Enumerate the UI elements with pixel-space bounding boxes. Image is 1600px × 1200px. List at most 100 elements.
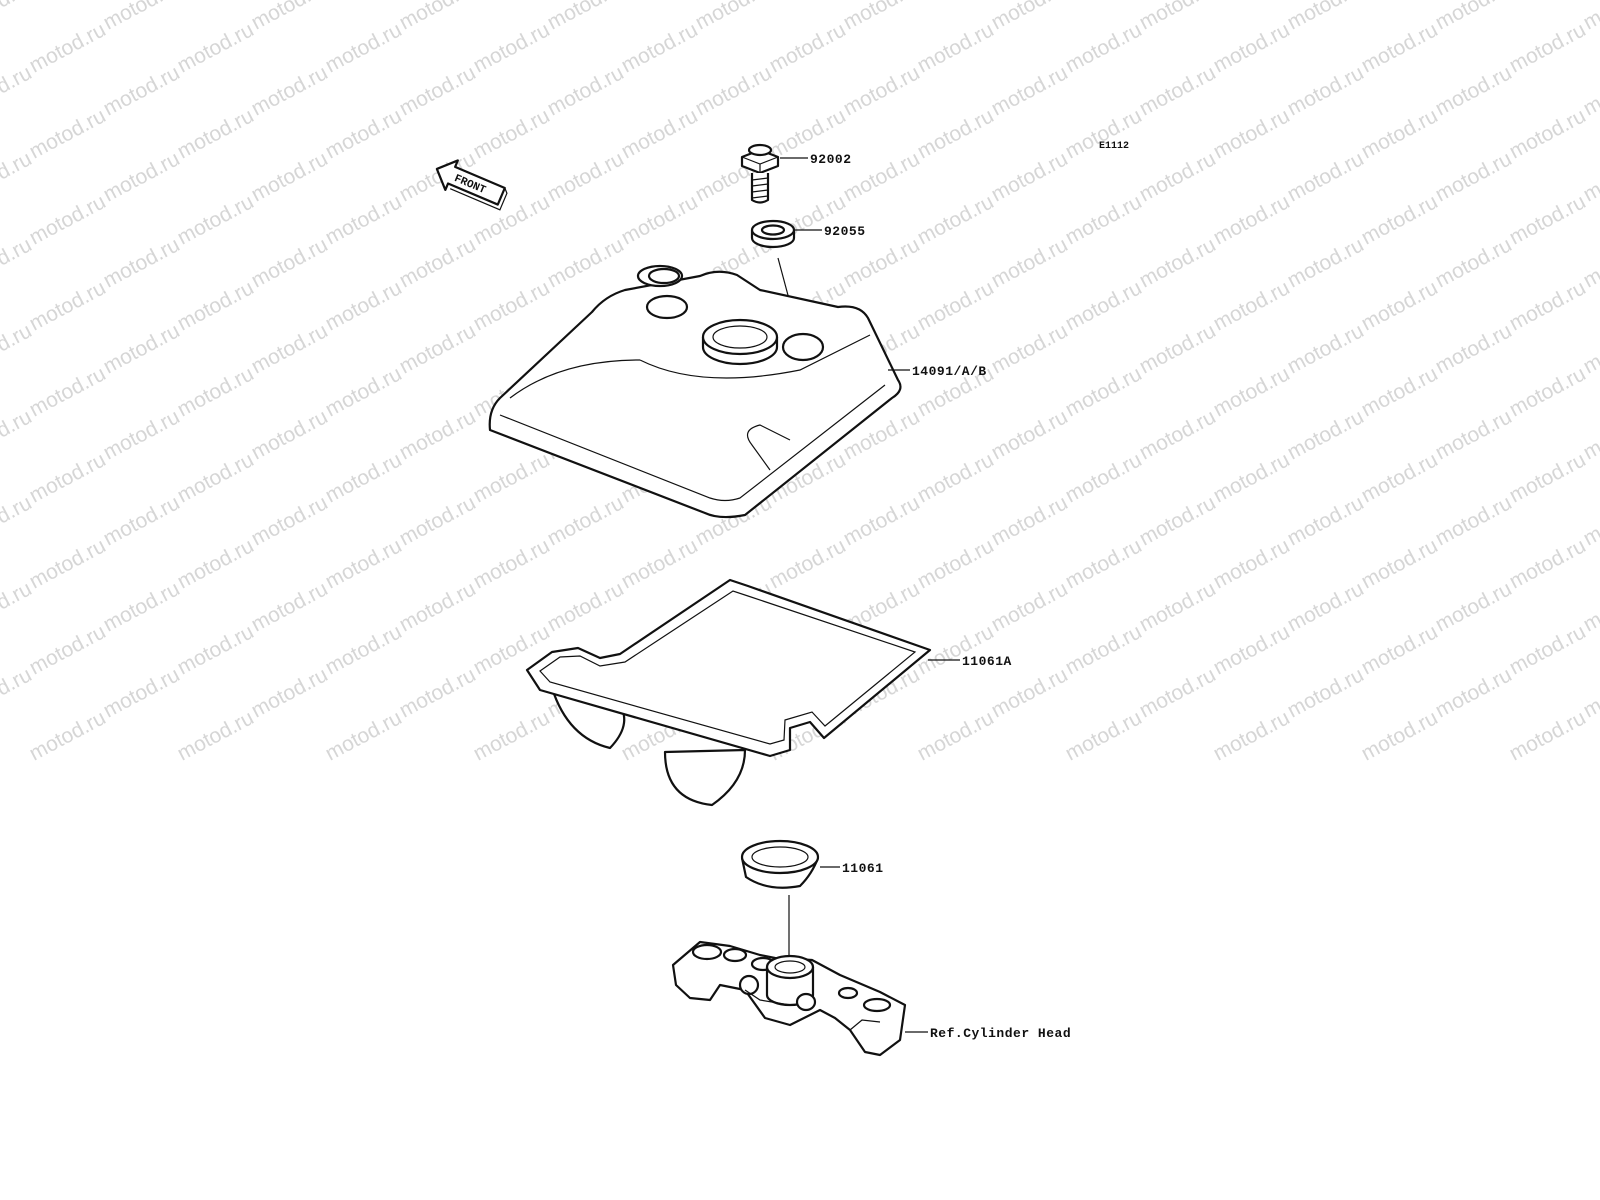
watermark-text: motod.ru <box>1062 620 1146 679</box>
watermark-text: motod.ru <box>100 663 184 722</box>
watermark-text: motod.ru <box>544 61 628 120</box>
watermark-text: motod.ru <box>1136 233 1220 292</box>
watermark-text: motod.ru <box>1136 319 1220 378</box>
watermark-text: motod.ru <box>0 491 36 550</box>
watermark-text: motod.ru <box>988 61 1072 120</box>
watermark-text: motod.ru <box>840 147 924 206</box>
watermark-text: motod.ru <box>914 276 998 335</box>
watermark-text: motod.ru <box>1358 534 1442 593</box>
watermark-text: motod.ru <box>396 319 480 378</box>
watermark-text: motod.ru <box>1062 18 1146 77</box>
watermark-text: motod.ru <box>618 18 702 77</box>
part-label-92002[interactable]: 92002 <box>810 152 852 167</box>
watermark-text: motod.ru <box>0 577 36 636</box>
watermark-text: motod.ru <box>322 190 406 249</box>
watermark-text: motod.ru <box>914 448 998 507</box>
watermark-text: motod.ru <box>322 534 406 593</box>
watermark-text: motod.ru <box>1062 362 1146 421</box>
watermark-text: motod.ru <box>544 577 628 636</box>
watermark-text: motod.ru <box>396 663 480 722</box>
watermark-text: motod.ru <box>914 104 998 163</box>
watermark-text: motod.ru <box>26 104 110 163</box>
watermark-text: motod.ru <box>100 405 184 464</box>
watermark-text: motod.ru <box>100 319 184 378</box>
watermark-text: motod.ru <box>1358 18 1442 77</box>
watermark-text: motod.ru <box>0 319 36 378</box>
watermark-text: motod.ru <box>1284 491 1368 550</box>
watermark-text: motod.ru <box>840 491 924 550</box>
diagram-code: E1112 <box>1099 141 1129 152</box>
watermark-text: motod.ru <box>1432 577 1516 636</box>
watermark-text: motod.ru <box>1432 147 1516 206</box>
watermark-text: motod.ru <box>766 534 850 593</box>
watermark-text: motod.ru <box>692 0 776 34</box>
watermark-text: motod.ru <box>470 706 554 765</box>
watermark-text: motod.ru <box>174 534 258 593</box>
watermark-text: motod.ru <box>1506 620 1590 679</box>
plug-hole-gasket-11061[interactable] <box>740 839 820 889</box>
watermark-text: motod.ru <box>248 491 332 550</box>
watermark-text: motod.ru <box>1062 706 1146 765</box>
part-label-92055[interactable]: 92055 <box>824 224 866 239</box>
watermark-text: motod.ru <box>544 0 628 34</box>
watermark-text: motod.ru <box>100 233 184 292</box>
watermark-text: motod.ru <box>1062 190 1146 249</box>
watermark-text: motod.ru <box>26 620 110 679</box>
watermark-text: motod.ru <box>100 577 184 636</box>
watermark-text: motod.ru <box>1210 362 1294 421</box>
watermark-text: motod.ru <box>248 147 332 206</box>
watermark-text: motod.ru <box>1432 319 1516 378</box>
watermark-text: motod.ru <box>1432 0 1516 34</box>
watermark-text: motod.ru <box>988 663 1072 722</box>
watermark-text: motod.ru <box>914 190 998 249</box>
watermark-text: motod.ru <box>174 362 258 421</box>
watermark-text: motod.ru <box>1506 706 1590 765</box>
watermark-text: motod.ru <box>1210 534 1294 593</box>
watermark-text: motod.ru <box>1358 362 1442 421</box>
watermark-text: motod.ru <box>248 577 332 636</box>
watermark-text: motod.ru <box>1506 104 1590 163</box>
watermark-text: motod.ru <box>988 405 1072 464</box>
watermark-text: motod.ru <box>470 104 554 163</box>
part-label-cylinder-head[interactable]: Ref.Cylinder Head <box>930 1026 1071 1041</box>
watermark-text: motod.ru <box>26 706 110 765</box>
watermark-text: motod.ru <box>26 18 110 77</box>
part-label-14091[interactable]: 14091/A/B <box>912 364 987 379</box>
cylinder-head-ref[interactable] <box>671 940 907 1057</box>
watermark-text: motod.ru <box>248 405 332 464</box>
watermark-text: motod.ru <box>1210 448 1294 507</box>
watermark-text: motod.ru <box>26 190 110 249</box>
watermark-text: motod.ru <box>1284 405 1368 464</box>
washer-92055[interactable] <box>750 219 796 249</box>
watermark-text: motod.ru <box>0 233 36 292</box>
watermark-text: motod.ru <box>248 61 332 120</box>
watermark-text: motod.ru <box>174 104 258 163</box>
watermark-text: motod.ru <box>1506 534 1590 593</box>
watermark-text: motod.ru <box>544 491 628 550</box>
watermark-text: motod.ru <box>396 0 480 34</box>
watermark-text: motod.ru <box>100 491 184 550</box>
watermark-text: motod.ru <box>1358 190 1442 249</box>
part-label-11061[interactable]: 11061 <box>842 861 884 876</box>
watermark-text: motod.ru <box>322 18 406 77</box>
watermark-text: motod.ru <box>1136 0 1220 34</box>
watermark-text: motod.ru <box>1284 147 1368 206</box>
watermark-text: motod.ru <box>1284 663 1368 722</box>
watermark-text: motod.ru <box>618 104 702 163</box>
watermark-text: motod.ru <box>470 18 554 77</box>
watermark-text: motod.ru <box>1358 706 1442 765</box>
watermark-text: motod.ru <box>1062 448 1146 507</box>
watermark-text: motod.ru <box>470 276 554 335</box>
watermark-text: motod.ru <box>1136 147 1220 206</box>
watermark-text: motod.ru <box>692 61 776 120</box>
watermark-text: motod.ru <box>1506 190 1590 249</box>
part-label-11061A[interactable]: 11061A <box>962 654 1012 669</box>
watermark-text: motod.ru <box>840 0 924 34</box>
cover-gasket-11061A[interactable] <box>525 578 932 807</box>
bolt-92002[interactable] <box>740 143 780 204</box>
watermark-text: motod.ru <box>1284 319 1368 378</box>
watermark-text: motod.ru <box>174 276 258 335</box>
cylinder-head-cover-14091[interactable] <box>488 264 902 519</box>
watermark-text: motod.ru <box>26 534 110 593</box>
